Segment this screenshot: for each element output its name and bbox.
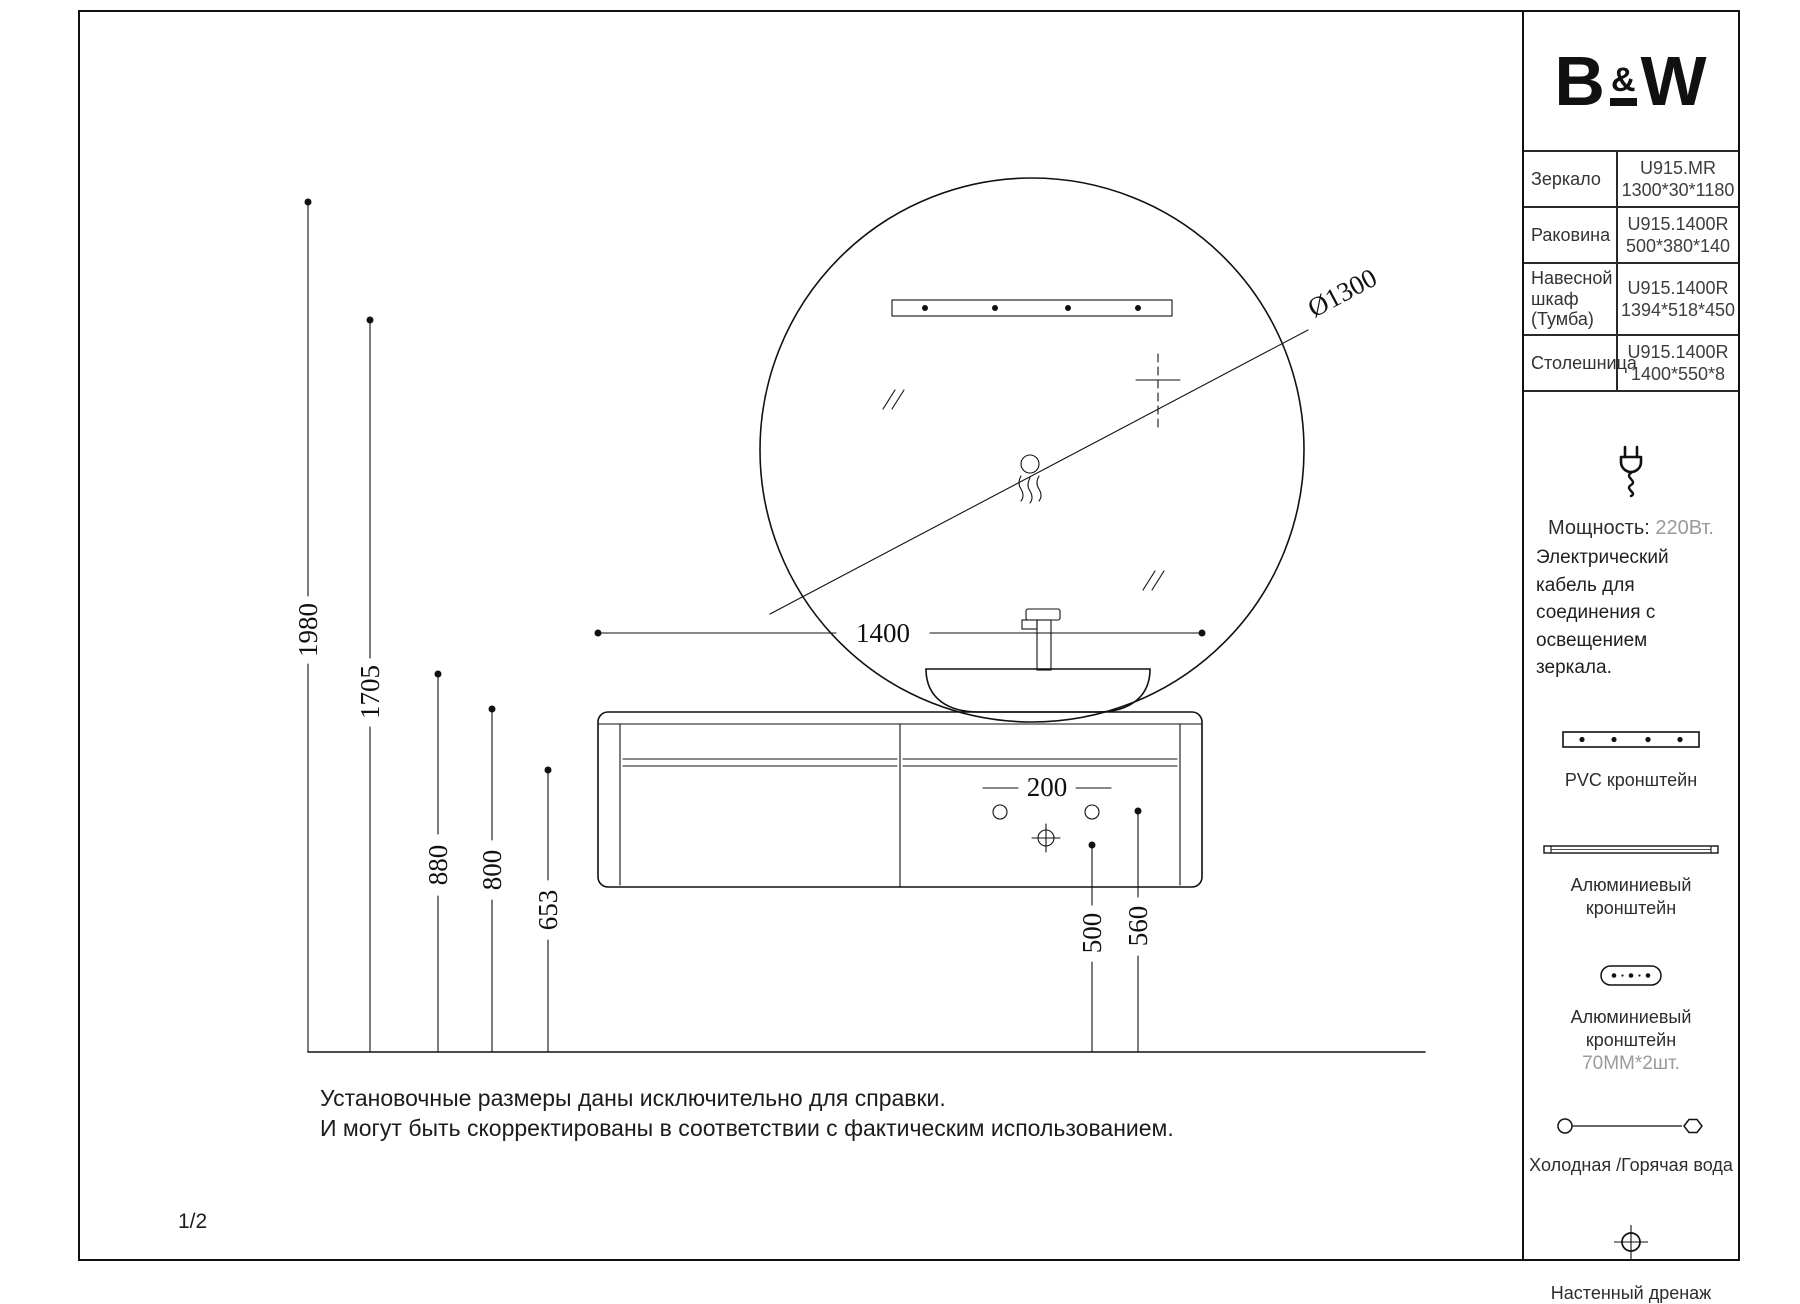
accessory-caption: Холодная /Горячая вода [1529, 1155, 1733, 1176]
accessory-subcaption: 70MM*2шт. [1582, 1053, 1680, 1075]
installation-drawing: Ø1300 1400 [293, 177, 1426, 1053]
dim-500: 500 [1077, 841, 1107, 1053]
info-panel: B & W Зеркало U915.MR 1300*30*1180 Раков… [1522, 12, 1738, 1303]
accessory-aluminum-bracket: Алюминиевый кронштейн [1524, 843, 1738, 919]
dim-1980: 1980 [293, 198, 323, 1053]
power-info: Мощность: 220Вт. Электрический кабель дл… [1524, 444, 1738, 682]
dim-653-label: 653 [533, 890, 563, 931]
faucet [1021, 608, 1061, 671]
power-label-value: 220Вт. [1655, 517, 1714, 540]
dim-1400: 1400 [594, 618, 1206, 648]
dim-653: 653 [533, 766, 563, 1053]
dim-800: 800 [477, 705, 507, 1053]
mirror-circle [759, 177, 1305, 723]
drain-crosshair [1031, 823, 1061, 853]
dim-880-label: 880 [423, 845, 453, 886]
dim-diameter: Ø1300 [769, 262, 1382, 615]
aluminum-bracket-small-icon [1600, 965, 1662, 987]
spec-size: 500*380*140 [1625, 236, 1731, 256]
spec-size: 1400*550*8 [1630, 364, 1726, 385]
spec-row-mirror: Зеркало U915.MR 1300*30*1180 [1524, 152, 1738, 208]
spec-row-countertop: Столешница U915.1400R 1400*550*8 [1524, 336, 1738, 393]
spec-table: Зеркало U915.MR 1300*30*1180 Раковина U9… [1524, 150, 1738, 393]
spec-name: Столешница [1524, 336, 1637, 391]
spec-model: U915.1400R [1627, 213, 1729, 234]
spec-value: U915.1400R 1394*518*450 [1618, 264, 1738, 334]
spec-size: 1300*30*1180 [1621, 180, 1735, 200]
mirror-marks [882, 353, 1181, 591]
dim-560-label: 560 [1123, 906, 1153, 947]
accessory-caption: PVC кронштейн [1564, 769, 1698, 790]
spec-model: U915.1400R [1627, 277, 1729, 298]
pvc-bracket-icon [1562, 730, 1700, 748]
spec-model: U915.MR [1639, 157, 1717, 178]
accessory-caption: Настенный дренаж [1550, 1282, 1712, 1303]
dim-800-label: 800 [477, 850, 507, 891]
spec-name: Зеркало [1524, 152, 1618, 206]
dim-1705: 1705 [355, 316, 385, 1053]
reference-note: Установочные размеры даны исключительно … [320, 1084, 1174, 1144]
power-plug-icon [1619, 445, 1643, 498]
spec-row-sink: Раковина U915.1400R 500*380*140 [1524, 208, 1738, 264]
logo-ampersand: & [1609, 63, 1637, 106]
aluminum-bracket-icon [1543, 845, 1719, 854]
sink-basin [925, 668, 1151, 713]
spec-size: 1394*518*450 [1620, 300, 1736, 321]
spec-name: Навесной шкаф (Тумба) [1524, 264, 1618, 335]
wall-drain-icon [1614, 1224, 1648, 1259]
mounting-holes [992, 804, 1100, 820]
dim-1400-label: 1400 [856, 618, 910, 648]
power-label-prefix: Мощность: [1548, 517, 1650, 540]
brand-logo: B & W [1524, 12, 1738, 150]
dim-200: 200 [982, 772, 1112, 802]
vanity-cabinet [597, 711, 1203, 888]
power-label: Мощность: 220Вт. [1536, 517, 1726, 540]
note-line-1: Установочные размеры даны исключительно … [320, 1085, 946, 1111]
spec-value: U915.1400R 1400*550*8 [1618, 336, 1738, 390]
spec-name: Раковина [1524, 208, 1618, 262]
dim-1980-label: 1980 [293, 603, 323, 657]
dim-500-label: 500 [1077, 913, 1107, 954]
accessory-wall-drain: Настенный дренаж [1524, 1219, 1738, 1304]
note-line-2: И могут быть скорректированы в соответст… [320, 1114, 1174, 1141]
accessory-aluminum-bracket-small: Алюминиевый кронштейн 70MM*2шт. [1524, 963, 1738, 1075]
dim-880: 880 [423, 670, 453, 1053]
accessory-caption: Алюминиевый кронштейн [1570, 875, 1692, 918]
diameter-label: Ø1300 [1303, 262, 1382, 323]
accessory-water-supply: Холодная /Горячая вода [1524, 1115, 1738, 1177]
spec-model: U915.1400R [1627, 341, 1729, 362]
page-number: 1/2 [178, 1210, 208, 1233]
dim-560: 560 [1123, 807, 1153, 1053]
accessory-caption: Алюминиевый кронштейн [1570, 1007, 1692, 1050]
logo-letter-b: B [1554, 42, 1606, 120]
power-description: Электрический кабель для соединения с ос… [1536, 547, 1669, 679]
spec-value: U915.MR 1300*30*1180 [1618, 152, 1738, 206]
water-supply-icon [1557, 1118, 1703, 1135]
spec-value: U915.1400R 500*380*140 [1618, 208, 1738, 262]
logo-letter-w: W [1640, 42, 1708, 120]
accessory-pvc-bracket: PVC кронштейн [1524, 728, 1738, 792]
spec-row-cabinet: Навесной шкаф (Тумба) U915.1400R 1394*51… [1524, 264, 1738, 337]
dim-1705-label: 1705 [355, 665, 385, 719]
dim-200-label: 200 [1027, 772, 1068, 802]
sheet-frame: Ø1300 1400 [78, 10, 1740, 1303]
